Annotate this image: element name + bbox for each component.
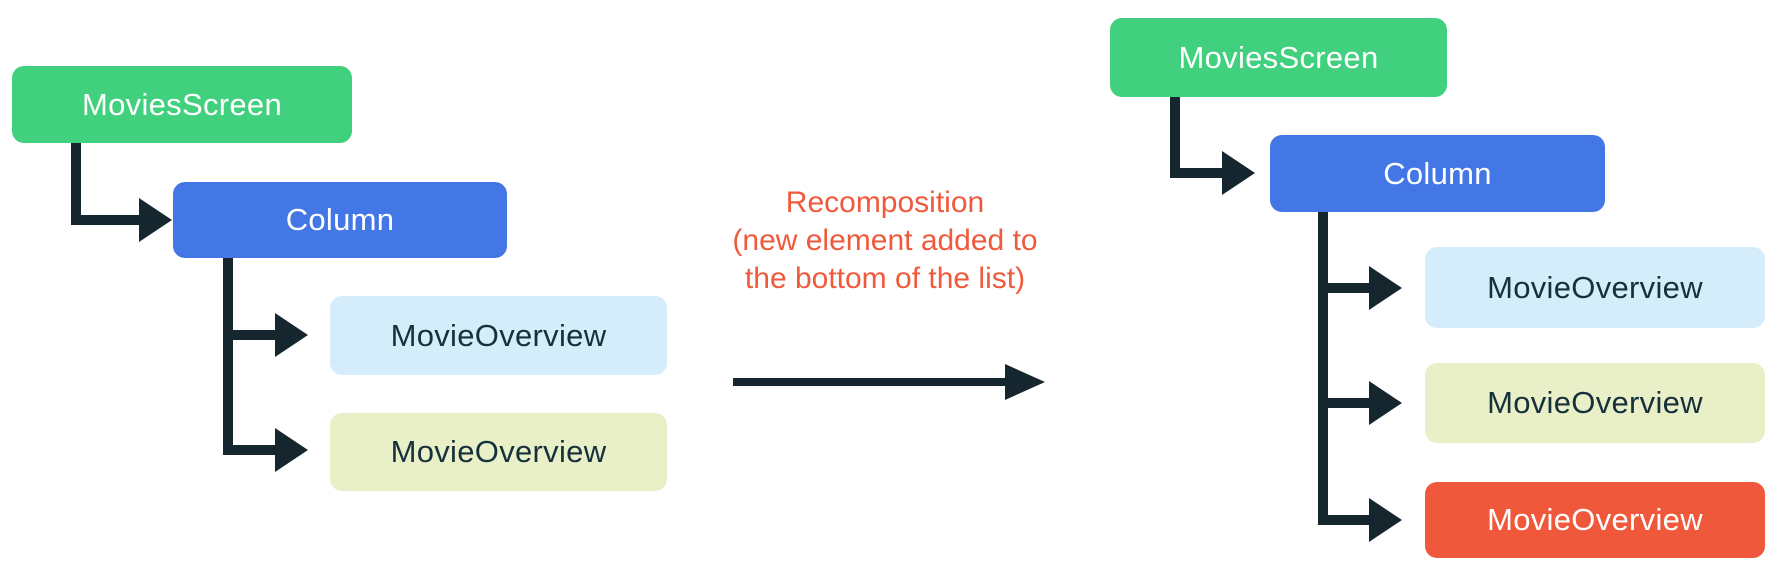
before-connector-branch-1 xyxy=(223,330,275,340)
recomposition-caption: Recomposition (new element added to the … xyxy=(640,184,1130,298)
caption-line-3: the bottom of the list) xyxy=(744,262,1026,295)
after-connector-root-horizontal xyxy=(1170,168,1222,178)
before-arrow-head-child-1-icon xyxy=(275,313,308,357)
transition-arrow-shaft xyxy=(733,378,1005,386)
before-connector-root-horizontal xyxy=(71,215,139,225)
before-node-movie-overview-2: MovieOverview xyxy=(330,413,667,491)
after-arrow-head-column-icon xyxy=(1222,151,1255,195)
caption-line-1: Recomposition xyxy=(785,186,985,219)
after-connector-branch-2 xyxy=(1318,398,1369,408)
after-connector-root-vertical xyxy=(1170,97,1180,178)
after-node-movie-overview-2: MovieOverview xyxy=(1425,363,1765,443)
after-arrow-head-child-1-icon xyxy=(1369,266,1402,310)
before-connector-branch-2 xyxy=(223,445,275,455)
after-node-movies-screen: MoviesScreen xyxy=(1110,18,1447,97)
after-arrow-head-child-2-icon xyxy=(1369,381,1402,425)
before-arrow-head-column-icon xyxy=(139,198,172,242)
before-node-movie-overview-1: MovieOverview xyxy=(330,296,667,375)
before-node-column: Column xyxy=(173,182,507,258)
after-node-movie-overview-1: MovieOverview xyxy=(1425,247,1765,328)
after-connector-branch-3 xyxy=(1318,515,1369,525)
before-connector-root-vertical xyxy=(71,143,81,225)
after-connector-trunk xyxy=(1318,212,1328,525)
after-connector-branch-1 xyxy=(1318,283,1369,293)
after-arrow-head-child-3-icon xyxy=(1369,498,1402,542)
after-node-column: Column xyxy=(1270,135,1605,212)
caption-line-2: (new element added to xyxy=(732,224,1038,257)
before-arrow-head-child-2-icon xyxy=(275,428,308,472)
before-connector-trunk xyxy=(223,258,233,455)
transition-arrow-head-icon xyxy=(1005,364,1045,400)
after-node-movie-overview-3-new: MovieOverview xyxy=(1425,482,1765,558)
before-node-movies-screen: MoviesScreen xyxy=(12,66,352,143)
